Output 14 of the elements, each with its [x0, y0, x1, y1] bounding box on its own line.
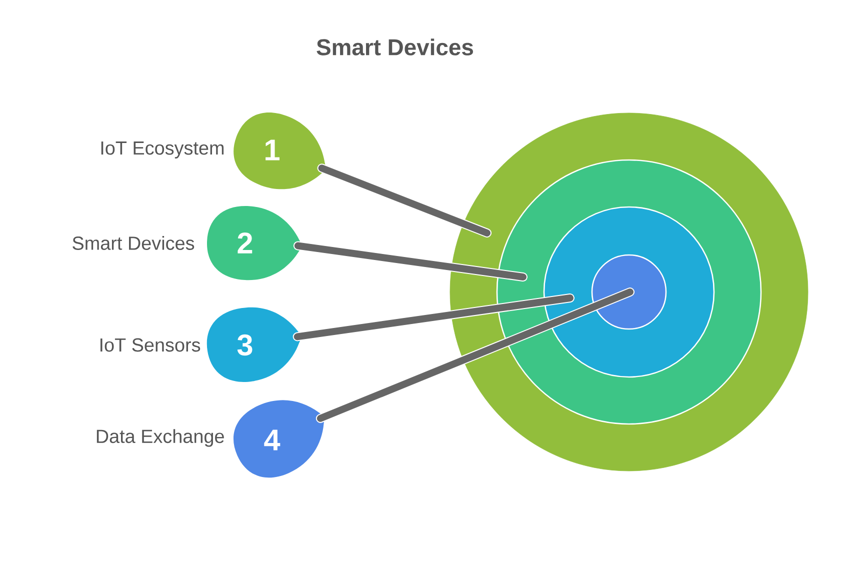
dart-shaft [317, 164, 492, 238]
item-label: IoT Ecosystem [101, 142, 224, 158]
dart-shaft [292, 293, 574, 342]
dart-shaft [316, 287, 634, 423]
teardrop-badge: 1 [234, 112, 326, 190]
item-label: Smart Devices [72, 236, 194, 250]
dart-shaft [293, 241, 528, 282]
item-label: IoT Sensors [100, 338, 200, 352]
title: Smart Devices [316, 38, 473, 56]
item-label: Data Exchange [96, 429, 224, 447]
teardrop-badge: 3 [206, 307, 301, 382]
teardrop-badge: 2 [207, 206, 302, 280]
teardrop-badge: 4 [234, 400, 324, 478]
target-drawing [450, 112, 808, 472]
